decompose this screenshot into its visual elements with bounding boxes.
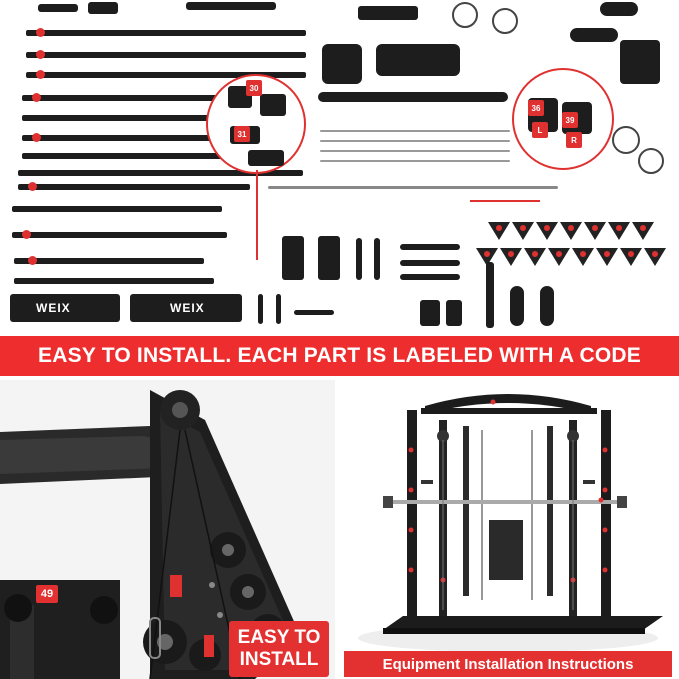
easy-install-badge: EASY TO INSTALL (229, 621, 329, 677)
post-part (258, 294, 263, 324)
part-code-tag (32, 93, 41, 102)
rail-part (26, 52, 306, 58)
brand-mark: WEIX (170, 301, 205, 315)
zoom-code-label: 39 (562, 112, 578, 128)
rail-part (26, 72, 306, 78)
guide-rod (268, 186, 558, 189)
connector-line (256, 170, 258, 260)
part-code-tag (36, 28, 45, 37)
weight-plate (560, 222, 582, 240)
weight-plate (608, 222, 630, 240)
part-code-tag (28, 256, 37, 265)
parts-layout: WEIX WEIX 30 31 36 39 L R (0, 0, 679, 335)
post-part (374, 238, 380, 280)
zoom-code-label: 36 (528, 100, 544, 116)
rail-part (22, 153, 222, 159)
weight-plate (512, 222, 534, 240)
instructions-caption: Equipment Installation Instructions (344, 651, 672, 677)
weight-plate (500, 248, 522, 266)
part-code-tag (32, 133, 41, 142)
base-plate: WEIX (10, 294, 120, 322)
base-plate: WEIX (130, 294, 242, 322)
post-part (276, 294, 281, 324)
rail-part (12, 206, 222, 212)
guide-rod (320, 140, 510, 142)
rail-part (18, 170, 303, 176)
handle-part (38, 4, 78, 12)
easy-install-text: EASY TO INSTALL (237, 627, 321, 670)
weight-plate (476, 248, 498, 266)
bracket-part (186, 2, 276, 10)
part-code-tag (28, 182, 37, 191)
bar-part (400, 260, 460, 266)
connector-line (470, 200, 540, 202)
post-part (356, 238, 362, 280)
rail-part (22, 135, 217, 141)
plate-part (248, 150, 284, 166)
handle-part (600, 2, 638, 16)
bracket-part (446, 300, 462, 326)
bar-part (400, 274, 460, 280)
upright-bracket (282, 236, 304, 280)
weight-plate (596, 248, 618, 266)
rail-part (22, 115, 222, 121)
handle-part (88, 2, 118, 14)
bracket-part (420, 300, 440, 326)
weight-plate (572, 248, 594, 266)
part-number-badge: 49 (36, 585, 58, 603)
plate-part (260, 94, 286, 116)
rail-part (26, 30, 306, 36)
bar-part (400, 244, 460, 250)
hook-part (510, 286, 524, 326)
part-number-text: 49 (40, 588, 54, 600)
part-code-tag (36, 50, 45, 59)
assembled-machine-photo (343, 380, 679, 679)
rail-part (12, 232, 227, 238)
hook-part (540, 286, 554, 326)
zoom-code-label: 30 (246, 80, 262, 96)
instructions-caption-text: Equipment Installation Instructions (382, 655, 634, 673)
post-part (486, 262, 494, 328)
headline-banner: EASY TO INSTALL. EACH PART IS LABELED WI… (0, 336, 679, 376)
weight-plate (536, 222, 558, 240)
weight-plate (620, 248, 642, 266)
weight-plate (584, 222, 606, 240)
detail-zoom-left: 30 31 (206, 74, 306, 174)
power-rack-illustration (343, 380, 679, 679)
rail-part (22, 95, 262, 101)
weight-plate (524, 248, 546, 266)
cable-coil (638, 148, 664, 174)
guide-rod (320, 160, 510, 162)
cable-coil (452, 2, 478, 28)
brand-mark: WEIX (36, 301, 71, 315)
bracket-part (358, 6, 418, 20)
guide-rod (320, 150, 510, 152)
seat-pad (322, 44, 362, 84)
part-code-tag (22, 230, 31, 239)
curved-bar (318, 92, 508, 102)
bar-part (294, 310, 334, 315)
rail-part (14, 258, 204, 264)
banner-text: EASY TO INSTALL. EACH PART IS LABELED WI… (38, 344, 641, 367)
cable-coil (492, 8, 518, 34)
weight-plate (548, 248, 570, 266)
handle-part (570, 28, 618, 42)
weight-plate (488, 222, 510, 240)
bracket-part (620, 40, 660, 84)
rail-part (14, 278, 214, 284)
cable-coil (612, 126, 640, 154)
rail-part (18, 184, 250, 190)
upright-bracket (318, 236, 340, 280)
weight-plate (632, 222, 654, 240)
weight-plate (644, 248, 666, 266)
part-code-tag (36, 70, 45, 79)
side-label: L (532, 122, 548, 138)
seat-pad (376, 44, 460, 76)
detail-zoom-right: 36 39 L R (512, 68, 614, 170)
side-label: R (566, 132, 582, 148)
guide-rod (320, 130, 510, 132)
zoom-code-label: 31 (234, 126, 250, 142)
